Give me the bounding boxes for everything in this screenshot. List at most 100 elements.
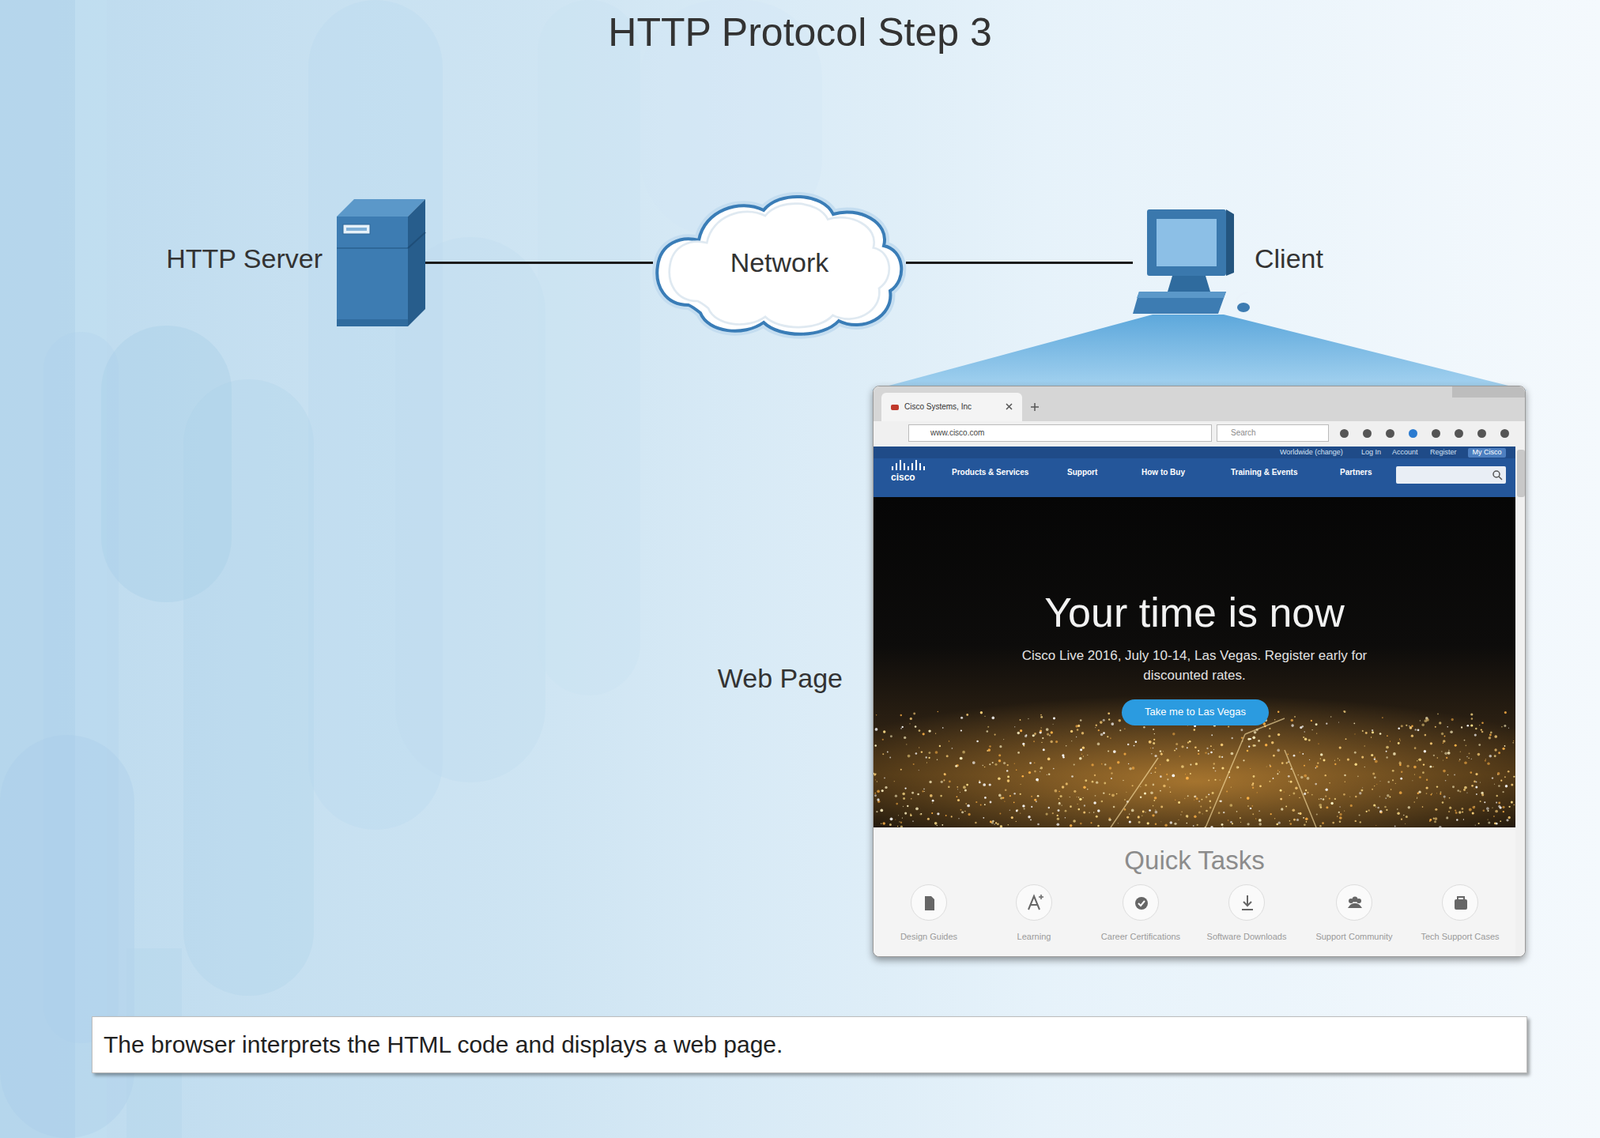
city-light [984, 716, 985, 717]
city-light [1414, 773, 1416, 775]
city-light [972, 761, 976, 765]
city-light [1100, 733, 1104, 737]
city-light [1314, 783, 1317, 786]
city-light [1474, 806, 1476, 808]
city-light [988, 783, 992, 786]
city-light [1151, 814, 1155, 817]
city-light [1154, 796, 1158, 800]
city-light [1468, 808, 1472, 812]
city-light [1147, 822, 1150, 825]
nav-item: Support [1067, 467, 1098, 478]
city-light [1064, 817, 1067, 819]
city-light [1483, 801, 1486, 804]
city-light [1407, 806, 1411, 809]
city-light [1371, 731, 1374, 734]
city-light [1413, 766, 1417, 770]
city-light [1159, 775, 1163, 778]
city-light [1045, 728, 1050, 732]
city-light [1144, 784, 1148, 787]
city-light [901, 726, 904, 729]
city-light [1434, 726, 1437, 729]
city-light [1480, 728, 1483, 731]
city-light [909, 815, 912, 817]
toolbar-icon [1408, 429, 1418, 438]
city-light [1253, 744, 1256, 747]
city-light [1174, 799, 1176, 800]
city-light [1003, 739, 1004, 740]
city-light [1415, 728, 1417, 731]
city-light [1337, 758, 1339, 759]
city-light [1357, 776, 1359, 778]
city-light [1292, 792, 1295, 796]
city-light [1153, 800, 1155, 802]
city-light [909, 723, 910, 725]
city-light [1207, 753, 1210, 755]
city-light [1466, 756, 1468, 758]
city-light [1491, 807, 1493, 808]
city-light [1150, 773, 1152, 774]
city-light [1064, 810, 1068, 813]
city-light [1343, 710, 1347, 714]
city-light [984, 796, 987, 800]
people-glyph [1347, 903, 1363, 909]
city-light [900, 714, 902, 717]
city-light [1343, 710, 1345, 713]
city-light [1367, 809, 1370, 812]
city-light [1478, 822, 1480, 825]
city-light [1159, 750, 1162, 752]
city-light [1003, 762, 1006, 765]
city-light [959, 757, 963, 761]
top-link: Account [1392, 448, 1419, 457]
city-light [1445, 757, 1448, 759]
city-light [1430, 742, 1433, 745]
city-light [889, 823, 892, 827]
city-light [1079, 757, 1083, 761]
city-light [1077, 808, 1080, 812]
city-light [932, 802, 933, 804]
city-light [1488, 754, 1492, 759]
city-light [1033, 734, 1035, 736]
city-light [1400, 739, 1401, 741]
download-glyph [1241, 895, 1253, 910]
city-light [1508, 728, 1510, 729]
city-light [1218, 811, 1221, 815]
city-light [1152, 728, 1155, 731]
city-light [1429, 820, 1431, 823]
letter-glyph [1028, 896, 1040, 910]
task-icon-art [1016, 885, 1053, 922]
city-light [1497, 772, 1501, 776]
city-light [900, 728, 902, 730]
city-light [1188, 740, 1192, 744]
city-light [873, 773, 875, 775]
server-slot [343, 224, 370, 234]
city-light [1381, 716, 1384, 719]
city-light [1189, 773, 1192, 775]
city-light [1475, 773, 1478, 776]
city-light [1171, 774, 1175, 778]
city-light [1210, 745, 1212, 748]
city-light [1227, 819, 1230, 822]
city-light [1252, 787, 1254, 789]
city-light [1344, 781, 1347, 784]
city-light [1069, 796, 1071, 798]
city-light [986, 730, 989, 733]
city-light [1162, 784, 1167, 789]
city-light [1202, 813, 1204, 815]
city-light [1475, 781, 1478, 784]
city-light [1139, 796, 1143, 799]
city-light [1213, 749, 1215, 751]
city-light [1287, 775, 1291, 778]
city-light [943, 779, 945, 782]
city-light [1045, 813, 1049, 816]
city-light [1444, 751, 1448, 755]
city-light [1076, 728, 1080, 732]
city-light [994, 734, 997, 736]
city-light [1154, 822, 1158, 826]
city-light [1258, 818, 1262, 823]
city-light [1316, 766, 1319, 769]
city-light [1473, 788, 1475, 790]
city-light [1362, 787, 1363, 789]
city-light [1122, 780, 1125, 782]
city-light [988, 763, 991, 766]
